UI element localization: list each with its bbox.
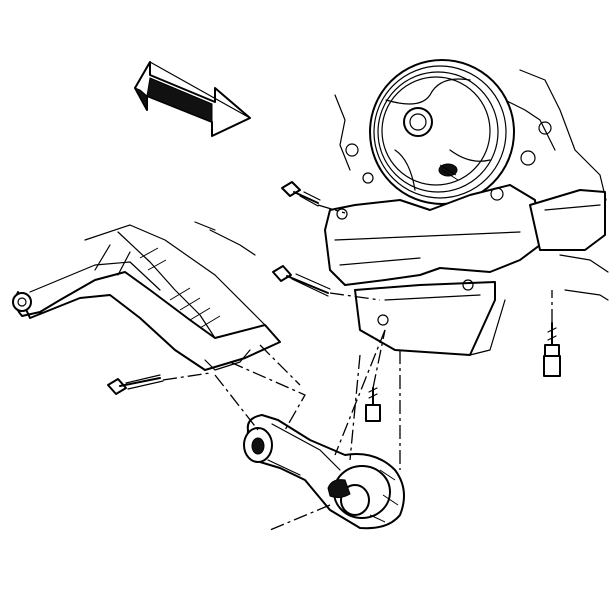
direction-arrow [133,61,251,137]
crossmember-bolt [107,374,164,395]
bracket-bolt-center [365,387,381,422]
engine-mount-bracket [324,184,606,356]
assembly-centerlines [162,204,553,531]
crankshaft-pulley [369,59,515,205]
torque-strut-mount [243,414,405,530]
bracket-bolt-lower [272,265,331,297]
front-crossmember [12,221,281,371]
bracket-bolt-upper [281,181,321,207]
bracket-bolt-right [543,322,561,377]
